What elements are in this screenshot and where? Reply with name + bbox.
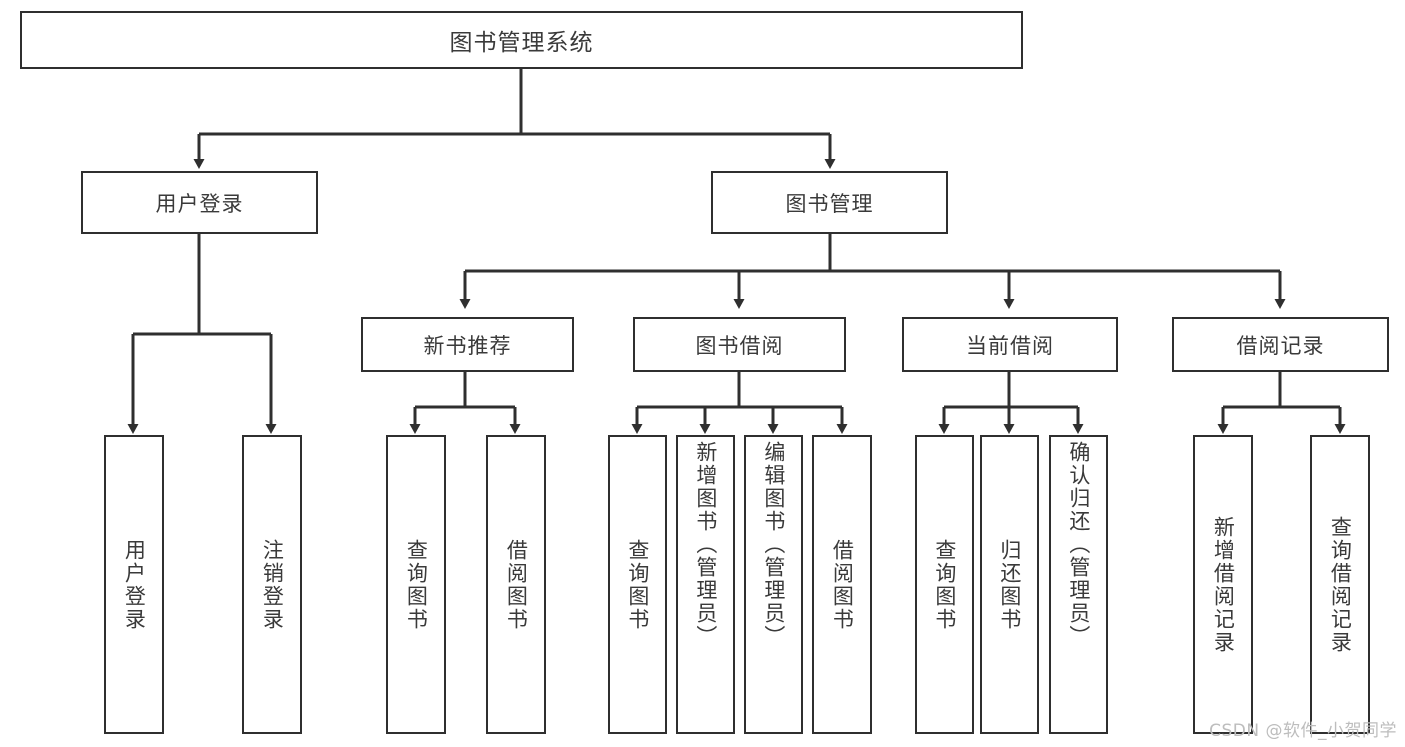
leaf-current-borrow-confirm-return-label: 确认归还（管理员） (1066, 441, 1091, 648)
leaf-borrow-record-add-record-label: 新增借阅记录 (1211, 515, 1236, 654)
leaf-new-book-query-book[interactable]: 查询图书 (386, 435, 446, 734)
leaf-current-borrow-confirm-return[interactable]: 确认归还（管理员） (1049, 435, 1108, 734)
leaf-new-book-borrow-book[interactable]: 借阅图书 (486, 435, 546, 734)
node-user-login[interactable]: 用户登录 (81, 171, 318, 234)
node-book-borrow-label: 图书借阅 (695, 333, 784, 358)
node-book-management[interactable]: 图书管理 (711, 171, 948, 234)
leaf-user-login-login-label: 用户登录 (122, 538, 147, 631)
node-new-book-recommend[interactable]: 新书推荐 (361, 317, 574, 372)
node-book-borrow[interactable]: 图书借阅 (633, 317, 846, 372)
leaf-book-borrow-query-book-label: 查询图书 (625, 538, 650, 631)
node-new-book-recommend-label: 新书推荐 (423, 333, 512, 358)
leaf-borrow-record-add-record[interactable]: 新增借阅记录 (1193, 435, 1253, 734)
csdn-watermark: CSDN @软件_小贺同学 (1209, 721, 1397, 741)
leaf-current-borrow-return-book-label: 归还图书 (997, 538, 1022, 631)
leaf-current-borrow-query-book-label: 查询图书 (932, 538, 957, 631)
node-user-login-label: 用户登录 (155, 191, 244, 216)
node-book-management-label: 图书管理 (785, 191, 874, 216)
leaf-current-borrow-return-book[interactable]: 归还图书 (980, 435, 1039, 734)
leaf-book-borrow-borrow-book-label: 借阅图书 (830, 538, 855, 631)
leaf-book-borrow-query-book[interactable]: 查询图书 (608, 435, 667, 734)
leaf-user-login-login[interactable]: 用户登录 (104, 435, 164, 734)
leaf-new-book-query-book-label: 查询图书 (404, 538, 429, 631)
leaf-book-borrow-edit-book[interactable]: 编辑图书（管理员） (744, 435, 803, 734)
leaf-book-borrow-add-book-label: 新增图书（管理员） (693, 441, 718, 648)
leaf-borrow-record-query-record[interactable]: 查询借阅记录 (1310, 435, 1370, 734)
leaf-book-borrow-borrow-book[interactable]: 借阅图书 (812, 435, 872, 734)
node-borrow-record[interactable]: 借阅记录 (1172, 317, 1389, 372)
node-borrow-record-label: 借阅记录 (1236, 333, 1325, 358)
leaf-book-borrow-edit-book-label: 编辑图书（管理员） (761, 441, 786, 648)
node-current-borrow-label: 当前借阅 (966, 333, 1054, 358)
leaf-new-book-borrow-book-label: 借阅图书 (504, 538, 529, 631)
node-root-system[interactable]: 图书管理系统 (20, 11, 1023, 69)
leaf-user-login-logout[interactable]: 注销登录 (242, 435, 302, 734)
leaf-book-borrow-add-book[interactable]: 新增图书（管理员） (676, 435, 735, 734)
node-current-borrow[interactable]: 当前借阅 (902, 317, 1118, 372)
leaf-current-borrow-query-book[interactable]: 查询图书 (915, 435, 974, 734)
leaf-user-login-logout-label: 注销登录 (260, 538, 285, 631)
node-root-system-label: 图书管理系统 (449, 30, 594, 56)
leaf-borrow-record-query-record-label: 查询借阅记录 (1328, 515, 1353, 654)
